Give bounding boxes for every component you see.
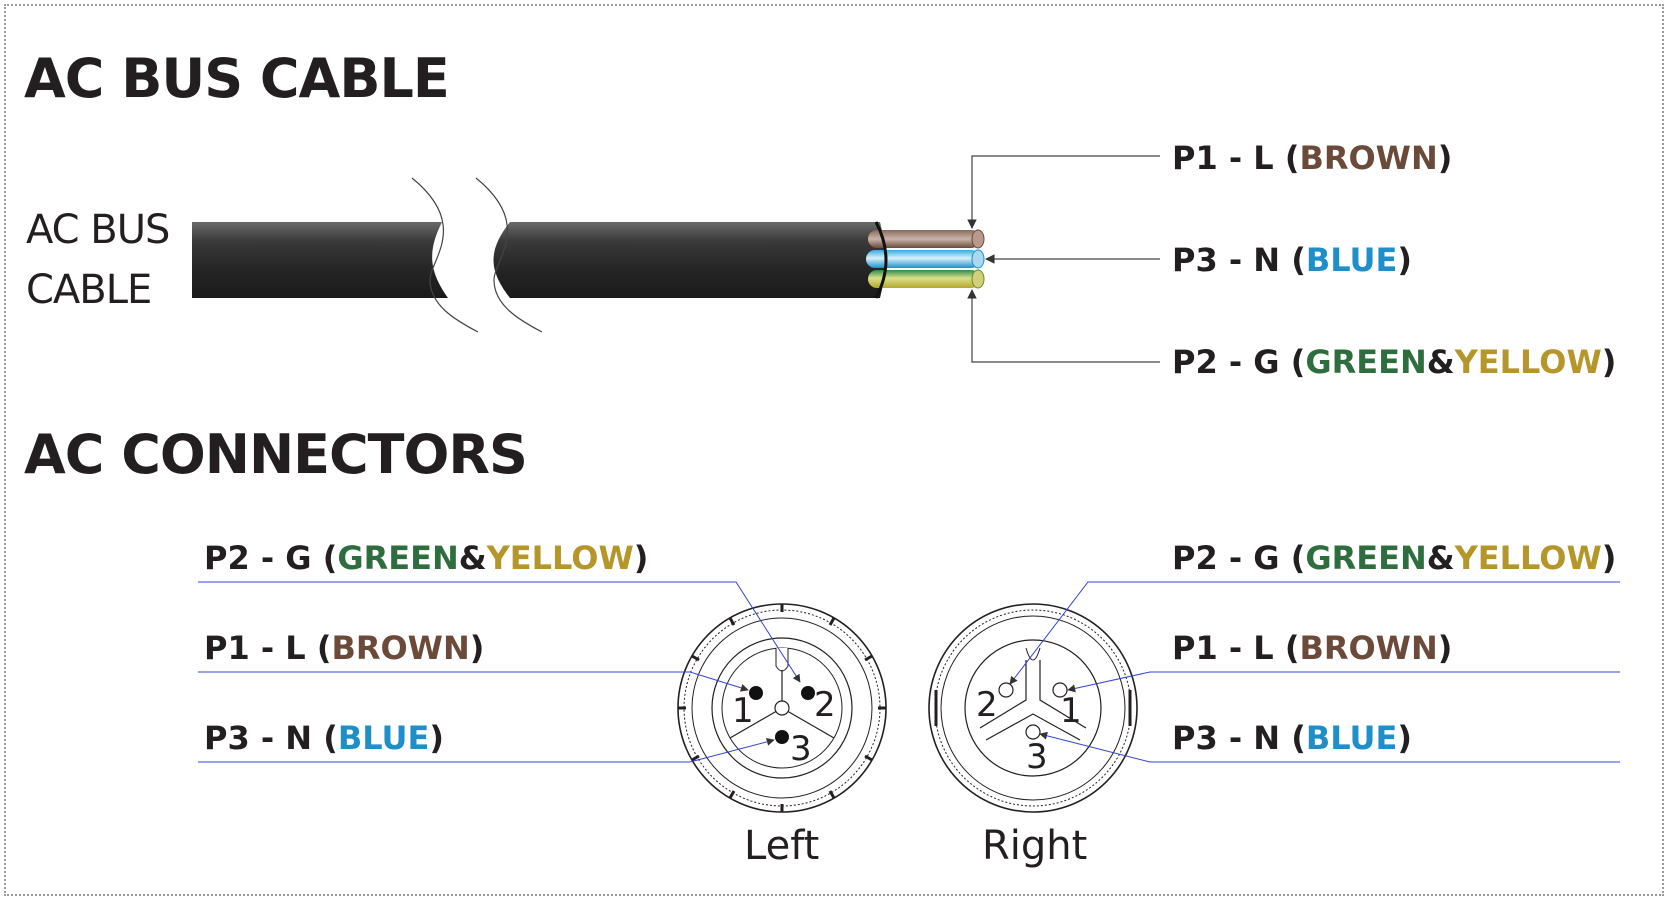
cable-leaders [967,155,1160,363]
connector-right: 2 1 3 [928,603,1138,813]
right-pin-1 [1052,682,1068,698]
right-leader-p1 [1067,671,1620,693]
cable-label-line1: AC BUS [26,207,170,253]
cable-break-curve-2 [475,177,543,333]
pin-name: P1 - L [204,629,306,667]
paren-open: ( [1290,539,1306,577]
right-pin-2 [998,682,1014,698]
connector-left: 1 2 3 [677,603,887,813]
paren-close: ) [633,539,649,577]
right-label-p2: P2 - G (GREEN&YELLOW) [1172,542,1616,574]
paren-close: ) [469,629,485,667]
leader-p1 [967,155,1160,229]
paren-close: ) [1601,343,1617,381]
cable-heading: AC BUS CABLE [24,47,450,110]
left-connector-caption: Left [744,823,820,869]
ampersand: & [1426,539,1455,577]
color-green-text: GREEN [337,539,459,577]
paren-close: ) [1437,139,1453,177]
right-leader-p2 [1009,581,1620,685]
paren-open: ( [1284,139,1300,177]
pin-name: P3 - N [1172,719,1281,757]
pin-name: P1 - L [1172,629,1274,667]
color-yellow-text: YELLOW [486,539,634,577]
color-blue-text: BLUE [337,719,430,757]
right-pin-number-2: 2 [976,685,998,725]
color-brown-text: BROWN [1299,629,1438,667]
left-label-p3: P3 - N (BLUE) [204,722,444,754]
left-connector-leaders [198,581,801,763]
color-yellow-text: YELLOW [1454,539,1602,577]
color-blue-text: BLUE [1305,241,1398,279]
connectors-heading: AC CONNECTORS [24,423,528,486]
left-label-p1: P1 - L (BROWN) [204,632,484,664]
left-leader-p2 [198,581,801,683]
right-label-p3: P3 - N (BLUE) [1172,722,1412,754]
cable-drawing [192,177,985,333]
paren-close: ) [1601,539,1617,577]
color-brown-text: BROWN [331,629,470,667]
paren-open: ( [322,539,338,577]
cable-break-curve-1 [411,177,479,333]
cable-label-line2: CABLE [26,267,152,313]
left-pin-2 [801,686,815,700]
right-connector-leaders [1009,581,1620,763]
left-leader-p3 [198,737,775,763]
pin-name: P3 - N [1172,241,1281,279]
pin-name: P2 - G [1172,539,1280,577]
paren-close: ) [1397,241,1412,279]
pin-name: P3 - N [204,719,313,757]
wire-blue [866,250,980,268]
paren-open: ( [316,629,332,667]
pin-name: P1 - L [1172,139,1274,177]
color-brown-text: BROWN [1299,139,1438,177]
pin-name: P2 - G [204,539,312,577]
color-green-text: GREEN [1305,539,1427,577]
right-label-p1: P1 - L (BROWN) [1172,632,1452,664]
paren-open: ( [323,719,338,757]
right-leader-p3 [1039,731,1620,763]
ampersand: & [1426,343,1455,381]
right-pin-number-1: 1 [1060,691,1082,731]
cable-jacket-right [493,222,885,298]
right-pin-number-3: 3 [1026,737,1048,777]
color-green-text: GREEN [1305,343,1427,381]
dotted-border [4,4,1664,896]
pin-name: P2 - G [1172,343,1280,381]
right-connector-caption: Right [982,823,1088,869]
cable-label-p2: P2 - G (GREEN&YELLOW) [1172,346,1616,378]
color-blue-text: BLUE [1305,719,1398,757]
ampersand: & [458,539,487,577]
paren-close: ) [429,719,444,757]
paren-close: ) [1397,719,1412,757]
left-pin-number-2: 2 [814,685,836,725]
left-pin-3 [775,730,789,744]
paren-open: ( [1284,629,1300,667]
cable-label-p1: P1 - L (BROWN) [1172,142,1452,174]
left-pin-number-1: 1 [732,691,754,731]
leader-p2 [967,289,1160,363]
left-leader-p1 [198,671,749,692]
wire-green-yellow [868,270,980,288]
left-pin-1 [749,686,763,700]
left-pin-number-3: 3 [790,729,812,769]
cable-jacket-left [192,222,448,298]
paren-close: ) [1437,629,1453,667]
left-label-p2: P2 - G (GREEN&YELLOW) [204,542,648,574]
color-yellow-text: YELLOW [1454,343,1602,381]
paren-open: ( [1291,241,1306,279]
wire-brown [868,230,980,248]
cable-label-p3: P3 - N (BLUE) [1172,244,1412,276]
paren-open: ( [1290,343,1306,381]
paren-open: ( [1291,719,1306,757]
